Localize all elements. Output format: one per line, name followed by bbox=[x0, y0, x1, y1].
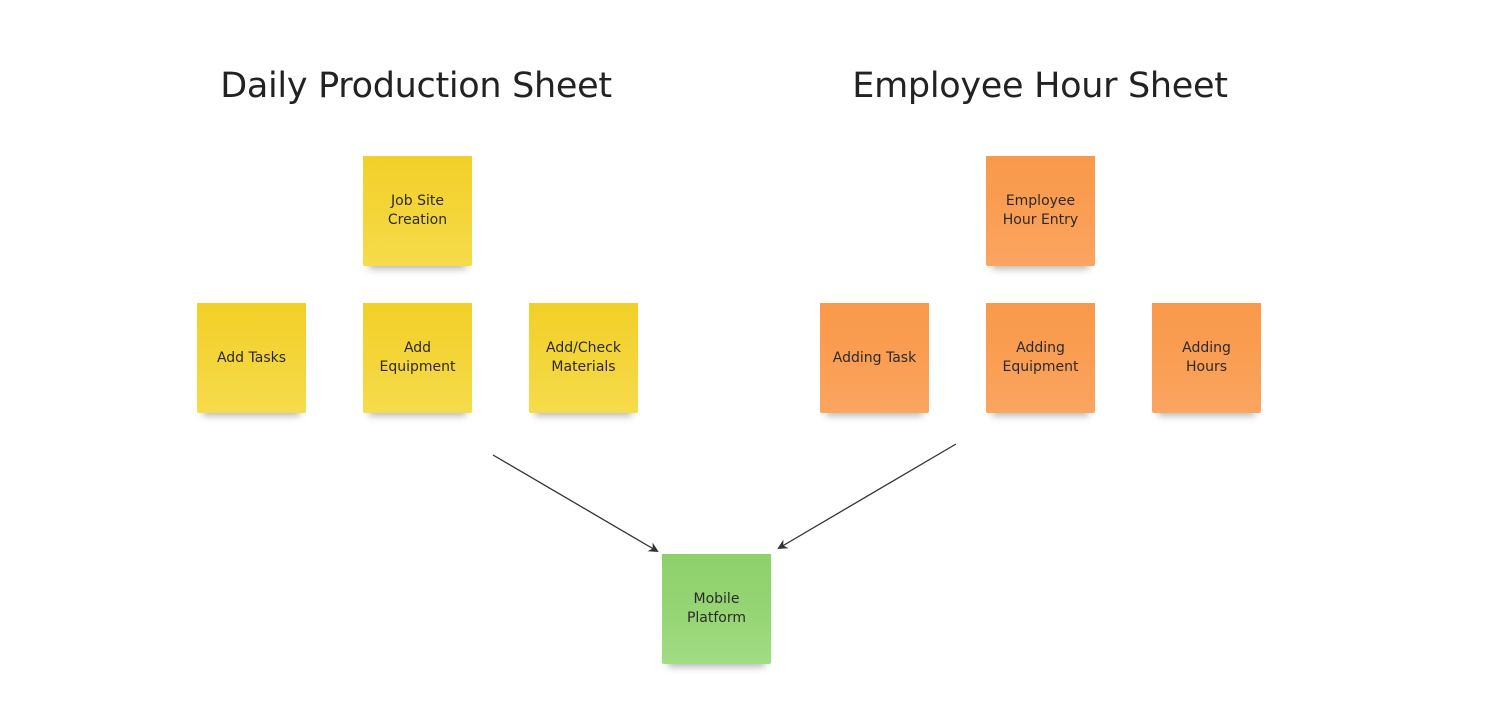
sticky-note-adding-equipment[interactable]: Adding Equipment bbox=[986, 303, 1095, 413]
sticky-note-adding-task[interactable]: Adding Task bbox=[820, 303, 929, 413]
sticky-note-label: Add Equipment bbox=[379, 340, 456, 375]
sticky-note-label: Adding Task bbox=[832, 349, 917, 366]
sticky-note-label: Adding Equipment bbox=[1002, 340, 1079, 375]
sticky-note-adding-hours[interactable]: Adding Hours bbox=[1152, 303, 1261, 413]
sticky-note-mobile-platform[interactable]: Mobile Platform bbox=[662, 554, 771, 664]
employee-hour-sheet-title: Employee Hour Sheet bbox=[852, 66, 1228, 106]
daily-production-sheet-title: Daily Production Sheet bbox=[220, 66, 612, 106]
sticky-note-label: Adding Hours bbox=[1182, 340, 1231, 375]
sticky-note-label: Add Tasks bbox=[216, 349, 287, 366]
sticky-note-label: Add/Check Materials bbox=[546, 340, 621, 375]
sticky-note-label: Employee Hour Entry bbox=[1002, 193, 1079, 228]
sticky-note-label: Job Site Creation bbox=[387, 193, 448, 228]
sticky-note-employee-hour-entry[interactable]: Employee Hour Entry bbox=[986, 156, 1095, 266]
sticky-note-add-check-materials[interactable]: Add/Check Materials bbox=[529, 303, 638, 413]
sticky-note-add-tasks[interactable]: Add Tasks bbox=[197, 303, 306, 413]
sticky-note-add-equipment[interactable]: Add Equipment bbox=[363, 303, 472, 413]
arrow-hours-to-mobile[interactable] bbox=[777, 443, 957, 550]
sticky-note-job-site-creation[interactable]: Job Site Creation bbox=[363, 156, 472, 266]
sticky-note-label: Mobile Platform bbox=[686, 591, 747, 626]
arrow-production-to-mobile[interactable] bbox=[492, 454, 659, 553]
